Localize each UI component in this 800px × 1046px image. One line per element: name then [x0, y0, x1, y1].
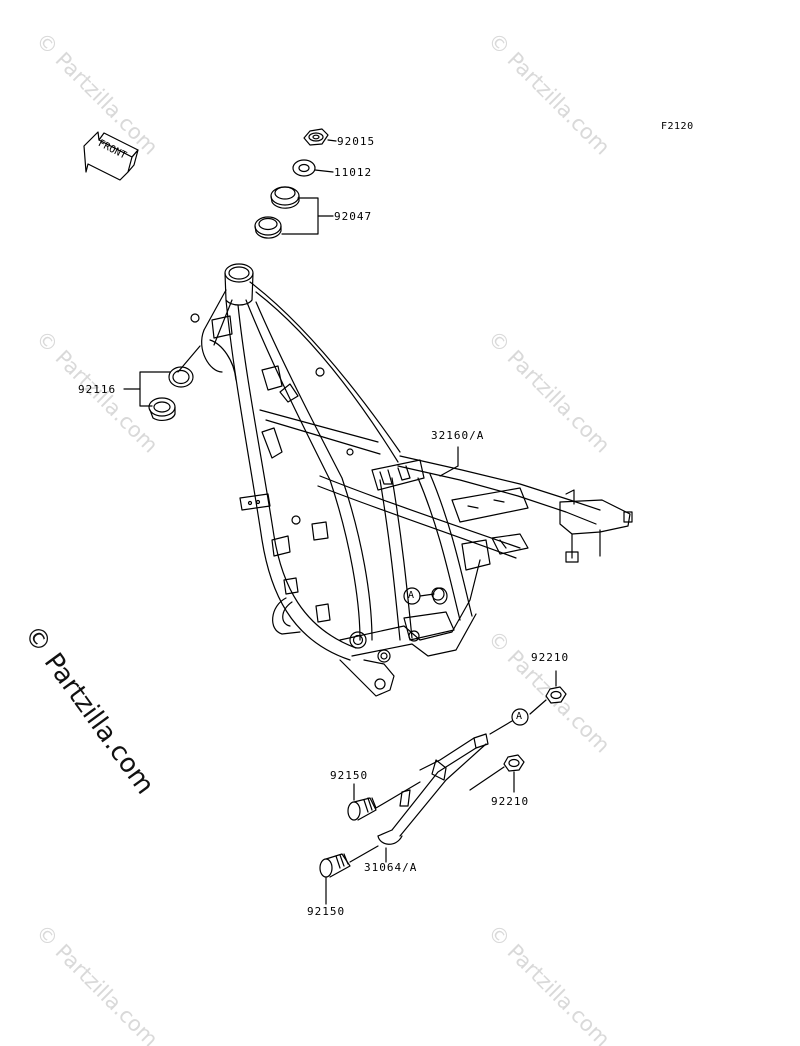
part-number-92210-lower: 92210 — [491, 795, 530, 808]
front-arrow-icon: FRONT — [83, 131, 139, 181]
part-number-92116: 92116 — [78, 383, 117, 396]
part-number-92150-lower: 92150 — [307, 905, 346, 918]
part-32160-frame — [190, 263, 633, 697]
part-92047-bearings — [254, 186, 334, 239]
part-92116-bearings — [123, 345, 201, 421]
part-92150-bolt-upper — [347, 781, 421, 821]
figure-id: F2120 — [661, 121, 694, 132]
part-92210-nut-lower — [469, 754, 525, 793]
part-number-31064-a: 31064/A — [364, 861, 418, 874]
part-92150-bolt-lower — [319, 845, 379, 905]
part-number-92015: 92015 — [337, 135, 376, 148]
reference-mark-letter: A — [516, 711, 523, 722]
part-number-92047: 92047 — [334, 210, 373, 223]
part-92015-nut — [303, 128, 337, 146]
part-number-32160-a: 32160/A — [431, 429, 485, 442]
part-number-92210-upper: 92210 — [531, 651, 570, 664]
part-number-11012: 11012 — [334, 166, 373, 179]
part-11012-washer — [292, 159, 334, 177]
part-number-92150-upper: 92150 — [330, 769, 369, 782]
reference-mark-letter: A — [408, 590, 415, 601]
part-92210-nut-upper — [529, 670, 567, 715]
reference-mark-a-bracket — [489, 708, 529, 735]
part-31064-bracket — [377, 733, 489, 863]
reference-mark-a-frame — [403, 587, 435, 605]
